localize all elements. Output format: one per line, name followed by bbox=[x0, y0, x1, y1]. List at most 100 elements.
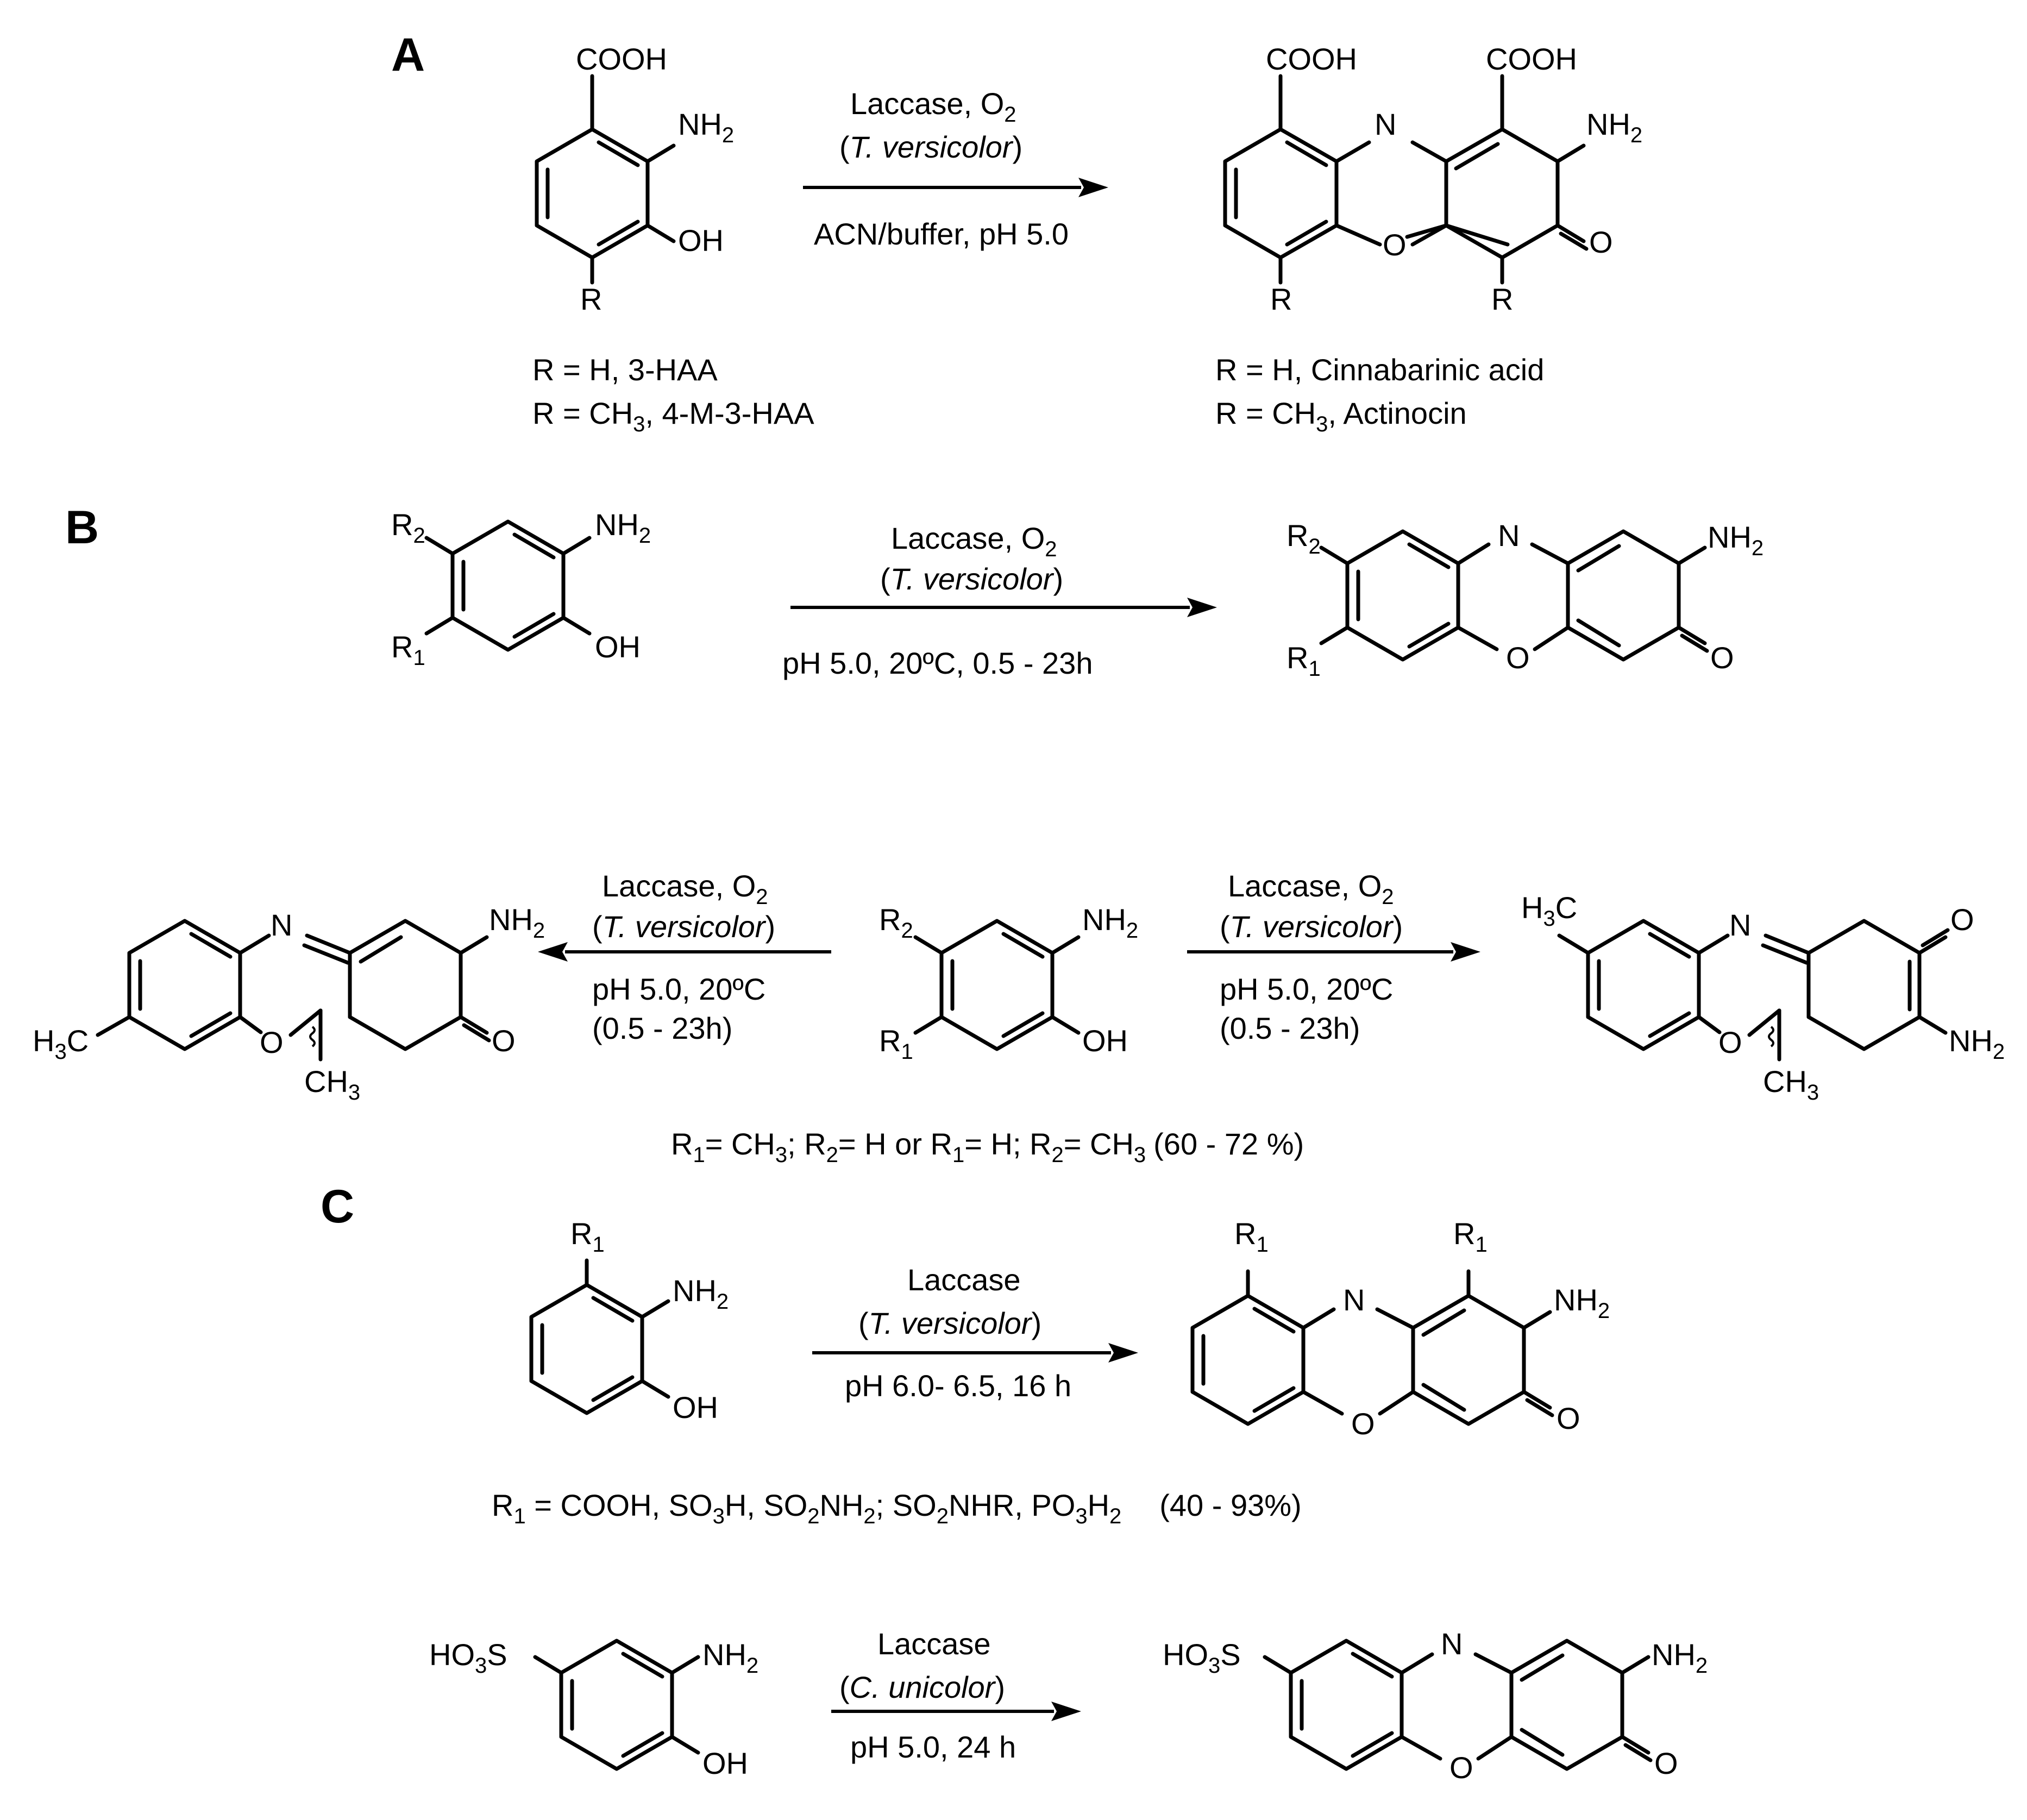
b3-arrow: Laccase, O2 (T. versicolor) pH 5.0, 20ºC… bbox=[1187, 869, 1480, 1045]
atom-label: NH2 bbox=[1082, 902, 1138, 943]
a-sm-def-2: R = CH3, 4-M-3-HAA bbox=[532, 396, 814, 436]
c1-conditions: pH 6.0- 6.5, 16 h bbox=[845, 1369, 1071, 1403]
c1-starting-material: R1 NH2 OH bbox=[529, 1216, 729, 1424]
atom-label: CH3 bbox=[1763, 1064, 1819, 1104]
atom-label: O bbox=[1589, 225, 1613, 259]
panel-label-b: B bbox=[65, 501, 99, 554]
b-note: R1= CH3; R2= H or R1= H; R2= CH3(60 - 72… bbox=[671, 1127, 1304, 1167]
atom-label: R bbox=[580, 282, 602, 316]
b2-arrow: Laccase, O2 (T. versicolor) pH 5.0, 20ºC… bbox=[538, 869, 831, 1045]
atom-label: OH bbox=[678, 223, 724, 258]
b3-reagent: Laccase, O2 bbox=[1228, 869, 1394, 909]
atom-label: N bbox=[271, 908, 292, 942]
a-sm-def-1: R = H, 3-HAA bbox=[532, 353, 718, 387]
atom-label: R1 bbox=[1234, 1216, 1269, 1257]
atom-label: R1 bbox=[570, 1216, 605, 1257]
atom-label: HO3S bbox=[429, 1637, 507, 1678]
atom-label: R1 bbox=[1287, 641, 1321, 681]
b3-conditions-2: (0.5 - 23h) bbox=[1220, 1011, 1360, 1045]
b3-conditions-1: pH 5.0, 20ºC bbox=[1220, 972, 1393, 1006]
a-starting-material: COOH NH2 OH R bbox=[535, 42, 734, 316]
atom-label: NH2 bbox=[673, 1273, 729, 1314]
c2-product: HO3S N O NH2 O bbox=[1163, 1627, 1708, 1785]
c2-arrow: Laccase (C. unicolor) pH 5.0, 24 h bbox=[831, 1627, 1081, 1764]
a-prod-def-1: R = H, Cinnabarinic acid bbox=[1215, 353, 1544, 387]
atom-label: COOH bbox=[576, 42, 667, 76]
c-note: R1 = COOH, SO3H, SO2NH2; SO2NHR, PO3H2(4… bbox=[492, 1488, 1302, 1528]
atom-label: OH bbox=[595, 630, 641, 664]
atom-label: NH2 bbox=[1708, 520, 1764, 560]
c1-organism: (T. versicolor) bbox=[858, 1306, 1041, 1340]
atom-label: O bbox=[1557, 1401, 1580, 1435]
atom-label: R1 bbox=[1453, 1216, 1488, 1257]
c2-starting-material: HO3S NH2 OH bbox=[429, 1637, 758, 1780]
atom-label: R2 bbox=[1287, 518, 1321, 558]
c1-reagent: Laccase bbox=[907, 1263, 1021, 1297]
c1-arrow: Laccase (T. versicolor) pH 6.0- 6.5, 16 … bbox=[812, 1263, 1138, 1403]
atom-label: NH2 bbox=[489, 902, 545, 943]
a-conditions: ACN/buffer, pH 5.0 bbox=[814, 217, 1069, 251]
b1-arrow: Laccase, O2 (T. versicolor) pH 5.0, 20ºC… bbox=[782, 521, 1217, 680]
atom-label: O bbox=[260, 1025, 284, 1059]
atom-label: HO3S bbox=[1163, 1637, 1241, 1678]
a-organism: (T. versicolor) bbox=[839, 130, 1022, 164]
atom-label: NH2 bbox=[1949, 1024, 2005, 1064]
atom-label: COOH bbox=[1266, 42, 1357, 76]
atom-label: N bbox=[1441, 1627, 1463, 1661]
b2-conditions-2: (0.5 - 23h) bbox=[592, 1011, 732, 1045]
c2-organism: (C. unicolor) bbox=[839, 1670, 1005, 1704]
atom-label: O bbox=[1654, 1746, 1678, 1780]
b1-reagent: Laccase, O2 bbox=[891, 521, 1057, 561]
atom-label: R bbox=[1491, 282, 1513, 316]
b1-organism: (T. versicolor) bbox=[880, 562, 1063, 596]
atom-label: CH3 bbox=[304, 1064, 360, 1104]
atom-label: O bbox=[1351, 1407, 1375, 1441]
atom-label: R bbox=[1270, 282, 1292, 316]
atom-label: N bbox=[1729, 908, 1751, 942]
atom-label: NH2 bbox=[595, 507, 651, 548]
atom-label: R2 bbox=[879, 902, 913, 943]
a-reagent: Laccase, O2 bbox=[850, 86, 1016, 127]
c2-reagent: Laccase bbox=[877, 1627, 991, 1661]
b-center-starting-material: R2 R1 NH2 OH bbox=[879, 902, 1138, 1064]
b3-organism: (T. versicolor) bbox=[1220, 909, 1403, 944]
panel-label-c: C bbox=[321, 1181, 354, 1233]
b2-organism: (T. versicolor) bbox=[592, 909, 775, 944]
atom-label: O bbox=[1710, 641, 1734, 675]
atom-label: NH2 bbox=[702, 1637, 758, 1678]
b1-product: N O NH2 O R2 R1 bbox=[1287, 518, 1764, 681]
atom-label: N bbox=[1343, 1283, 1365, 1317]
atom-label: O bbox=[1506, 641, 1530, 675]
atom-label: R2 bbox=[391, 507, 425, 548]
atom-label: NH2 bbox=[1586, 107, 1642, 147]
atom-label: H3C bbox=[33, 1024, 89, 1064]
atom-label: NH2 bbox=[1652, 1637, 1708, 1678]
atom-label: R1 bbox=[879, 1024, 913, 1064]
b2-conditions-1: pH 5.0, 20ºC bbox=[592, 972, 765, 1006]
atom-label: O bbox=[1950, 902, 1974, 937]
atom-label: N bbox=[1375, 107, 1396, 141]
atom-label: OH bbox=[1082, 1024, 1128, 1058]
b1-conditions: pH 5.0, 20ºC, 0.5 - 23h bbox=[782, 646, 1093, 680]
c2-conditions: pH 5.0, 24 h bbox=[850, 1730, 1016, 1764]
atom-label: H3C bbox=[1521, 890, 1577, 931]
atom-label: OH bbox=[702, 1746, 748, 1780]
panel-label-a: A bbox=[391, 29, 425, 81]
atom-label: O bbox=[1718, 1025, 1742, 1059]
atom-label: COOH bbox=[1486, 42, 1577, 76]
c1-product: R1 R1 N O NH2 O bbox=[1190, 1216, 1610, 1441]
atom-label: R1 bbox=[391, 630, 425, 670]
b3-product: N O O NH2 H3C CH3 bbox=[1521, 890, 2005, 1104]
atom-label: O bbox=[492, 1024, 516, 1058]
atom-label: NH2 bbox=[678, 107, 734, 147]
a-product: COOH COOH N O NH2 O R R bbox=[1223, 42, 1642, 316]
atom-label: N bbox=[1498, 518, 1520, 553]
b2-reagent: Laccase, O2 bbox=[602, 869, 768, 909]
a-prod-def-2: R = CH3, Actinocin bbox=[1215, 396, 1467, 436]
b2-product: N O NH2 O H3C CH3 bbox=[33, 902, 545, 1104]
atom-label: O bbox=[1383, 228, 1407, 262]
atom-label: O bbox=[1449, 1750, 1473, 1785]
b1-starting-material: R2 R1 NH2 OH bbox=[391, 507, 651, 670]
atom-label: OH bbox=[673, 1390, 718, 1424]
